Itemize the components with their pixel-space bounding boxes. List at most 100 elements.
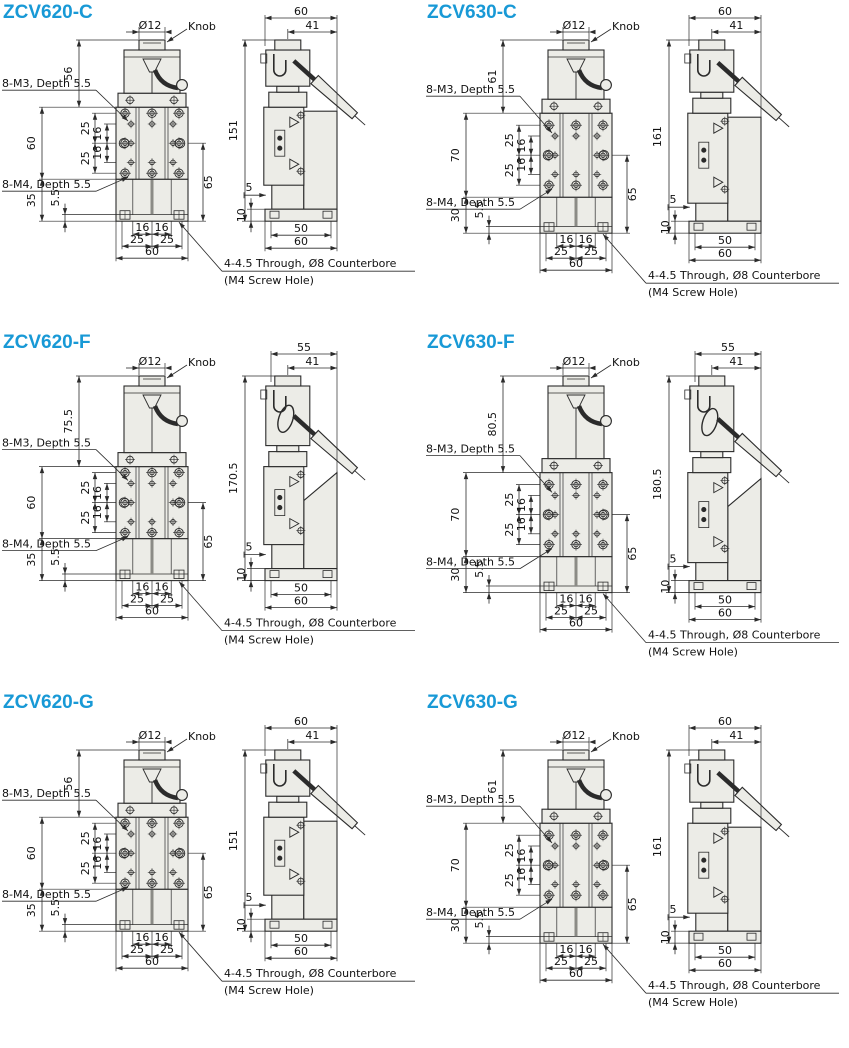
dim-label: 25 xyxy=(584,245,598,258)
dim-label: 25 xyxy=(554,605,568,618)
dim-label: 25 xyxy=(554,955,568,968)
dim-label: 25 xyxy=(79,121,92,135)
dim-label: 50 xyxy=(294,582,308,595)
dim-label: 25 xyxy=(554,245,568,258)
counterbore-note: 4-4.5 Through, Ø8 Counterbore xyxy=(648,629,821,642)
dim-label: 25 xyxy=(160,943,174,956)
knob-label: Knob xyxy=(188,730,216,743)
dim-label: 60 xyxy=(145,955,159,968)
dim-label: 16 xyxy=(515,158,528,172)
dim-label: 5 xyxy=(246,541,253,554)
dim-label: 25 xyxy=(130,593,144,606)
dim-label: 75.5 xyxy=(62,409,75,434)
dim-label: 41 xyxy=(305,355,319,368)
dim-label: 60 xyxy=(294,715,308,728)
counterbore-note-2: (M4 Screw Hole) xyxy=(648,996,738,1009)
counterbore-note-2: (M4 Screw Hole) xyxy=(224,274,314,287)
dim-label: 180.5 xyxy=(651,469,664,501)
dim-label: 16 xyxy=(559,233,573,246)
dim-label: 16 xyxy=(91,505,104,519)
dim-label: 30 xyxy=(449,208,462,222)
dim-label: 56 xyxy=(62,67,75,81)
dim-label: 16 xyxy=(155,931,169,944)
dim-label: 50 xyxy=(294,222,308,235)
model-title: ZCV630-F xyxy=(427,332,515,353)
dim-label: 25 xyxy=(160,233,174,246)
dim-label: 25 xyxy=(79,861,92,875)
dim-label: 25 xyxy=(130,233,144,246)
dim-label: 60 xyxy=(569,617,583,630)
dim-label: 60 xyxy=(25,846,38,860)
dim-label: 16 xyxy=(91,486,104,500)
dim-label: 25 xyxy=(79,831,92,845)
dim-label: 10 xyxy=(659,930,672,944)
dim-label: 25 xyxy=(503,843,516,857)
dim-label: 60 xyxy=(294,945,308,958)
counterbore-note-2: (M4 Screw Hole) xyxy=(648,286,738,299)
dim-label: 25 xyxy=(503,523,516,537)
m3-thread-label: 8-M3, Depth 5.5 xyxy=(426,443,515,456)
knob-diameter-label: Ø12 xyxy=(563,355,586,368)
dim-label: 5 xyxy=(670,903,677,916)
dim-label: 60 xyxy=(569,257,583,270)
dim-label: 10 xyxy=(659,580,672,594)
model-title: ZCV620-F xyxy=(3,332,91,353)
dim-label: 16 xyxy=(91,837,104,851)
dim-label: 60 xyxy=(25,496,38,510)
dim-label: 41 xyxy=(729,729,743,742)
model-title: ZCV630-G xyxy=(427,692,518,713)
dim-label: 60 xyxy=(294,5,308,18)
knob-label: Knob xyxy=(612,730,640,743)
dim-label: 50 xyxy=(718,594,732,607)
dim-label: 25 xyxy=(584,605,598,618)
dim-label: 61 xyxy=(486,780,499,794)
m3-thread-label: 8-M3, Depth 5.5 xyxy=(426,793,515,806)
dim-label: 25 xyxy=(130,943,144,956)
dim-label: 16 xyxy=(515,868,528,882)
dim-label: 16 xyxy=(135,581,149,594)
dim-label: 60 xyxy=(294,235,308,248)
dim-label: 25 xyxy=(79,481,92,495)
dim-label: 60 xyxy=(718,607,732,620)
dim-label: 41 xyxy=(729,355,743,368)
counterbore-note: 4-4.5 Through, Ø8 Counterbore xyxy=(224,617,397,630)
counterbore-note-2: (M4 Screw Hole) xyxy=(224,634,314,647)
dim-label: 10 xyxy=(659,220,672,234)
m3-thread-label: 8-M3, Depth 5.5 xyxy=(2,787,91,800)
dim-label: 55 xyxy=(721,341,735,354)
dim-label: 16 xyxy=(155,581,169,594)
dim-label: 60 xyxy=(718,5,732,18)
m3-thread-label: 8-M3, Depth 5.5 xyxy=(426,83,515,96)
knob-label: Knob xyxy=(612,356,640,369)
dim-label: 16 xyxy=(135,221,149,234)
dim-label: 50 xyxy=(718,234,732,247)
dim-label: 5 xyxy=(246,891,253,904)
dim-label: 70 xyxy=(449,148,462,162)
dim-label: 10 xyxy=(235,568,248,582)
dim-label: 5 xyxy=(246,181,253,194)
knob-diameter-label: Ø12 xyxy=(139,355,162,368)
m4-thread-label: 8-M4, Depth 5.5 xyxy=(426,556,515,569)
knob-diameter-label: Ø12 xyxy=(139,19,162,32)
dim-label: 16 xyxy=(91,127,104,141)
dim-label: 161 xyxy=(651,836,664,857)
m3-thread-label: 8-M3, Depth 5.5 xyxy=(2,437,91,450)
dim-label: 5.5 xyxy=(473,201,486,219)
dim-label: 65 xyxy=(626,187,639,201)
dim-label: 5 xyxy=(670,553,677,566)
dim-label: 5.5 xyxy=(49,899,62,917)
dim-label: 25 xyxy=(503,133,516,147)
